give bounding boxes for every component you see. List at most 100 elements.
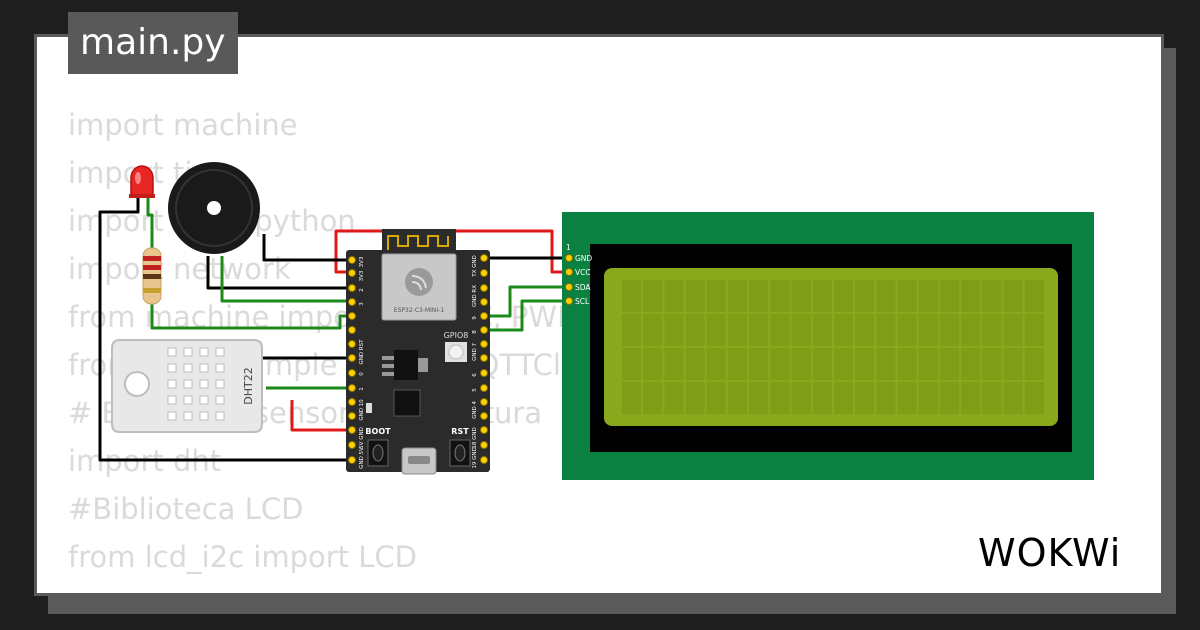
lcd-char-cell [791,382,811,414]
lcd-char-cell [685,382,705,414]
lcd-char-cell [876,280,896,312]
espressif-logo-icon [405,268,433,296]
lcd-char-cell [812,280,832,312]
regulator [394,350,418,380]
lcd-char-cell [855,348,875,380]
wire-buzzer-gnd[interactable] [262,234,352,262]
resistor-band [143,265,161,270]
lcd-char-cell [855,382,875,414]
esp32-board[interactable]: ESP32-C3-MINI-1 GPIO8 BOOT RST 3V3 3V3 2 [346,229,490,475]
lcd-char-cell [897,382,917,414]
pin-label: GND RST [359,339,365,365]
resistor[interactable] [142,247,162,305]
lcd-char-cell [940,314,959,346]
wire-lcd-scl[interactable] [484,299,569,332]
lcd-pin-label: VCC [575,268,591,277]
lcd-pins [565,254,573,305]
lcd-char-cell [685,314,705,346]
pin-label: GND 7 [472,343,478,361]
wire-led-gnd[interactable] [98,198,352,462]
wokwi-logo: WOKWi [978,531,1120,575]
lcd-char-cell [706,382,726,414]
boot-label: BOOT [365,427,391,436]
lcd-char-cell [982,314,1002,346]
wire-led-anode[interactable] [146,198,154,260]
lcd-char-cell [664,348,684,380]
lcd-char-cell [622,382,641,414]
lcd-char-cell [622,348,641,380]
lcd-char-cell [749,382,769,414]
lcd-char-cell [834,348,853,380]
wire-resistor-pin[interactable] [150,302,352,330]
lcd-char-cell [940,348,959,380]
lcd-char-cell [664,314,684,346]
lcd-pin-label: SCL [575,297,590,306]
pin-label: GND 10 [359,399,365,421]
lcd-char-cell [897,280,917,312]
wire-buzzer-pin[interactable] [220,256,352,303]
lcd-char-cell [812,382,832,414]
wire-buzzer-signal[interactable] [206,256,352,290]
pin-label: 2 [359,288,365,292]
lcd-char-cell [685,348,705,380]
buzzer[interactable] [168,162,260,254]
small-led [366,403,372,413]
lcd-char-cell [812,348,832,380]
usb-chip [393,389,421,417]
board-pins [348,254,488,464]
lcd-pin-label: GND [575,254,592,263]
lcd-char-cell [728,382,747,414]
lcd-char-cell [897,348,917,380]
lcd-char-cell [706,280,726,312]
resistor-band [143,256,161,261]
pin-label: 0 [359,372,365,376]
logo-mark [411,275,427,291]
lcd-pin-labels: 1 GND VCC SDA SCL [566,243,592,306]
lcd-char-grid [622,280,1044,414]
lcd-char-cell [961,382,981,414]
lcd-char-cell [1003,280,1023,312]
lcd-char-cell [1003,382,1023,414]
lcd-char-cell [706,314,726,346]
lcd-char-cell [622,314,641,346]
pin-label: 3V3 [359,256,365,267]
lcd-char-cell [770,348,790,380]
pin-label: 19 GND [472,447,478,468]
lcd-char-cell [1003,314,1023,346]
lcd-pin1-label: 1 [566,243,571,252]
code-line: import machine [68,108,298,142]
chip-label: ESP32-C3-MINI-1 [394,307,445,314]
lcd-char-cell [855,314,875,346]
lcd-char-cell [961,348,981,380]
led-body [130,165,154,197]
lcd-char-cell [664,382,684,414]
lcd-char-cell [940,280,959,312]
gpio-label: GPIO8 [444,331,469,340]
file-tab[interactable]: main.py [68,12,238,74]
lcd-char-cell [876,382,896,414]
lcd-char-cell [643,382,663,414]
resistor-band [143,274,161,279]
pin-label: TX GND [472,255,478,278]
lcd-char-cell [664,280,684,312]
lcd-char-cell [982,348,1002,380]
lcd-char-cell [918,280,938,312]
lcd-char-cell [770,280,790,312]
code-line: from lcd_i2c import LCD [68,540,417,574]
dht22-sensor[interactable]: DHT22 [111,339,263,433]
lcd-char-cell [834,382,853,414]
lcd-char-cell [982,382,1002,414]
lcd-char-cell [791,348,811,380]
led[interactable] [129,165,155,198]
wire-dht-vcc[interactable] [290,400,352,432]
pin-label: 18 GND [472,427,478,448]
wire-lcd-sda[interactable] [484,285,569,318]
rst-label: RST [451,427,469,436]
lcd-display[interactable]: 1 GND VCC SDA SCL [562,212,1094,480]
lcd-char-cell [834,280,853,312]
pin-label: GND RX [472,285,478,307]
lcd-char-cell [897,314,917,346]
right-pin-labels: TX GND GND RX 9 8 GND 7 6 5 GND 4 18 GND… [472,255,478,468]
lcd-char-cell [749,348,769,380]
